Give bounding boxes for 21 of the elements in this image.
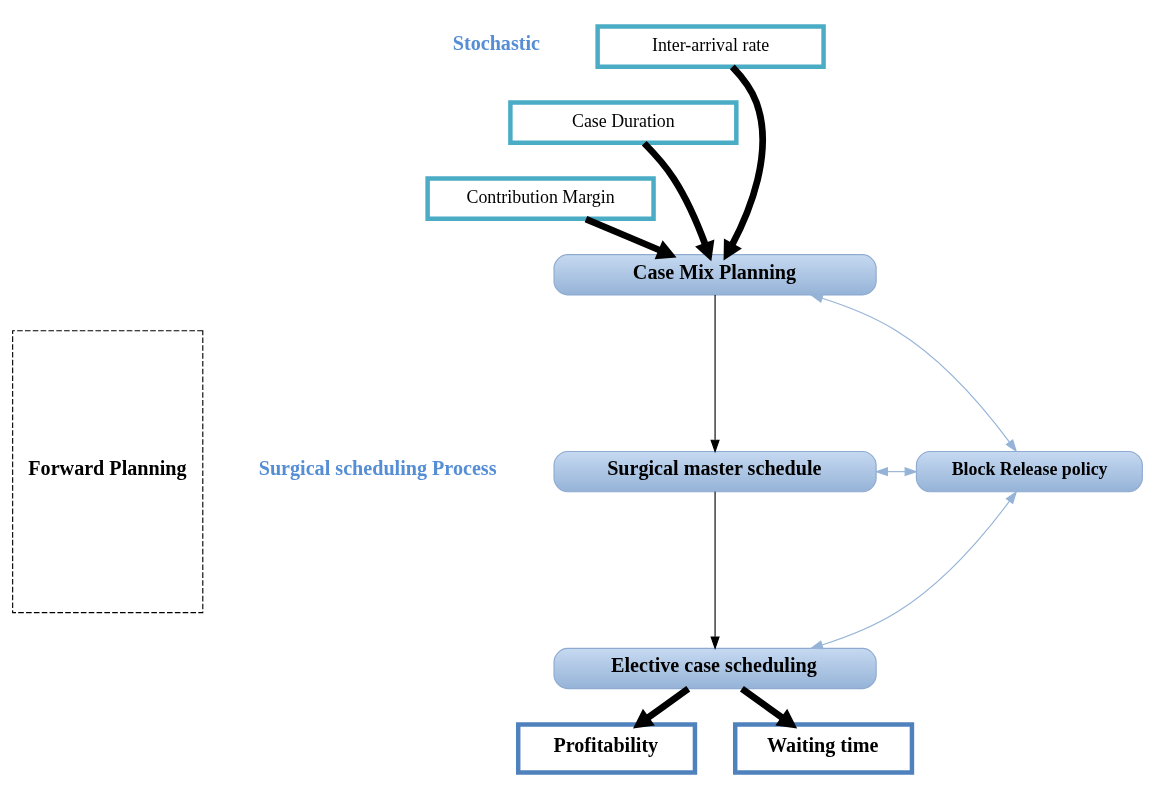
label: Surgical scheduling Process bbox=[258, 457, 497, 480]
node-box: Surgical master schedule bbox=[553, 450, 877, 493]
node-box: Case Mix Planning bbox=[553, 254, 877, 296]
arrow bbox=[723, 64, 766, 261]
node-box: Case Duration bbox=[508, 100, 739, 146]
node-box: Forward Planning bbox=[12, 330, 204, 614]
arrow bbox=[874, 466, 918, 477]
node-box: Block Release policy bbox=[915, 450, 1143, 493]
arrow bbox=[633, 686, 691, 729]
arrow bbox=[739, 686, 798, 729]
node-box: Waiting time bbox=[732, 722, 915, 775]
node-box: Contribution Margin bbox=[425, 176, 656, 222]
arrow bbox=[710, 294, 720, 454]
arrow bbox=[809, 293, 1018, 453]
node-box: Profitability bbox=[516, 722, 698, 775]
node-box: Elective case scheduling bbox=[553, 647, 877, 690]
arrow bbox=[710, 491, 720, 650]
arrow bbox=[641, 140, 715, 262]
node-box: Inter-arrival rate bbox=[595, 24, 826, 69]
arrow bbox=[809, 490, 1018, 650]
label: Stochastic bbox=[452, 32, 540, 55]
